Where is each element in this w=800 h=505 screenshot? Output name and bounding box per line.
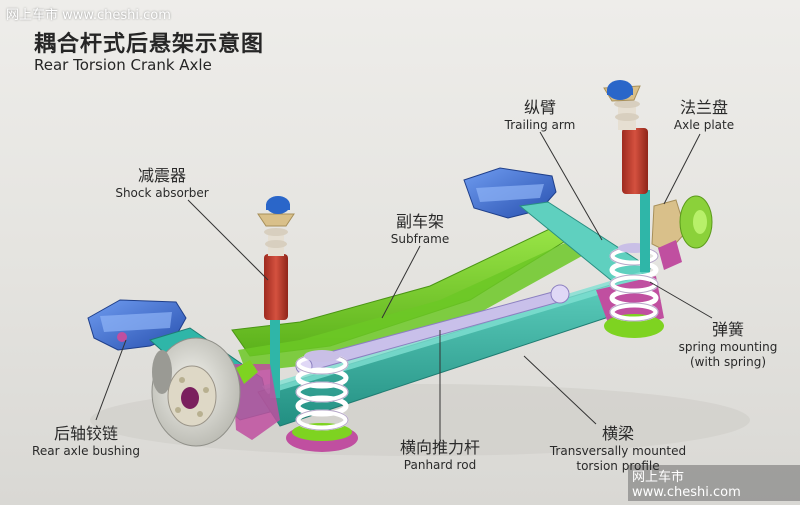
leader-shock-absorber	[187, 199, 269, 281]
right-axle-plate	[651, 195, 713, 270]
label-spring-en2: (with spring)	[690, 355, 766, 369]
label-spring-cn: 弹簧	[711, 320, 744, 339]
label-torsion-profile-cn: 横梁	[601, 424, 635, 443]
diagram-title-en: Rear Torsion Crank Axle	[34, 56, 212, 74]
leader-bushing	[95, 339, 127, 421]
label-rear-axle-bushing-cn: 后轴铰链	[53, 424, 118, 443]
left-shock-absorber	[257, 196, 295, 398]
label-torsion-profile: 横梁 Transversally mounted torsion profile	[550, 424, 686, 474]
label-torsion-profile-en2: torsion profile	[576, 459, 660, 473]
leader-lines	[95, 131, 713, 440]
label-panhard-rod: 横向推力杆 Panhard rod	[400, 438, 480, 473]
label-trailing-arm-cn: 纵臂	[523, 98, 557, 117]
leader-spring	[649, 281, 713, 319]
label-trailing-arm: 纵臂 Trailing arm	[505, 98, 576, 133]
leader-torsion-profile	[523, 355, 597, 425]
label-axle-plate: 法兰盘 Axle plate	[674, 98, 734, 133]
label-torsion-profile-en1: Transversally mounted	[549, 444, 687, 458]
label-shock-absorber-en: Shock absorber	[115, 186, 209, 200]
label-rear-axle-bushing-en: Rear axle bushing	[32, 444, 140, 458]
label-spring: 弹簧 spring mounting (with spring)	[679, 320, 778, 370]
watermark-top: 网上车市 www.cheshi.com	[6, 8, 171, 23]
right-shock-absorber	[603, 80, 650, 272]
label-spring-en1: spring mounting	[678, 340, 778, 354]
leader-trailing-arm	[539, 131, 603, 241]
label-panhard-rod-en: Panhard rod	[403, 458, 477, 472]
label-subframe-en: Subframe	[390, 232, 450, 246]
label-axle-plate-cn: 法兰盘	[679, 98, 729, 117]
diagram-title-cn: 耦合杆式后悬架示意图	[34, 32, 265, 57]
label-trailing-arm-en: Trailing arm	[504, 118, 576, 132]
label-subframe-cn: 副车架	[395, 212, 444, 231]
leader-axle-plate	[663, 133, 701, 205]
label-rear-axle-bushing: 后轴铰链 Rear axle bushing	[32, 424, 140, 459]
left-wheel-hub	[151, 337, 280, 447]
label-subframe: 副车架 Subframe	[391, 212, 449, 247]
label-axle-plate-en: Axle plate	[673, 118, 735, 132]
left-spring	[286, 350, 358, 452]
label-shock-absorber-cn: 减震器	[137, 166, 187, 185]
label-shock-absorber: 减震器 Shock absorber	[115, 166, 208, 201]
label-panhard-rod-cn: 横向推力杆	[399, 438, 481, 457]
watermark-bottom: 网上车市 www.cheshi.com	[628, 465, 800, 501]
leader-subframe	[381, 245, 421, 319]
right-spring	[596, 243, 664, 338]
